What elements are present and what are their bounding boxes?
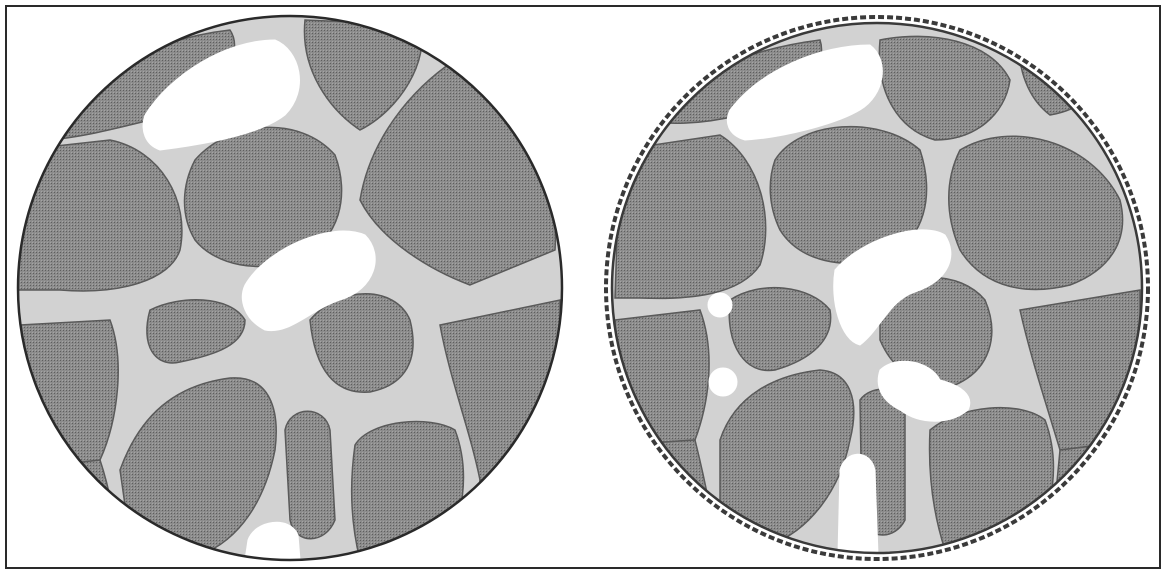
right-void — [709, 368, 737, 396]
right-void — [708, 293, 732, 317]
left-grain — [285, 411, 335, 539]
right-void — [838, 454, 878, 555]
